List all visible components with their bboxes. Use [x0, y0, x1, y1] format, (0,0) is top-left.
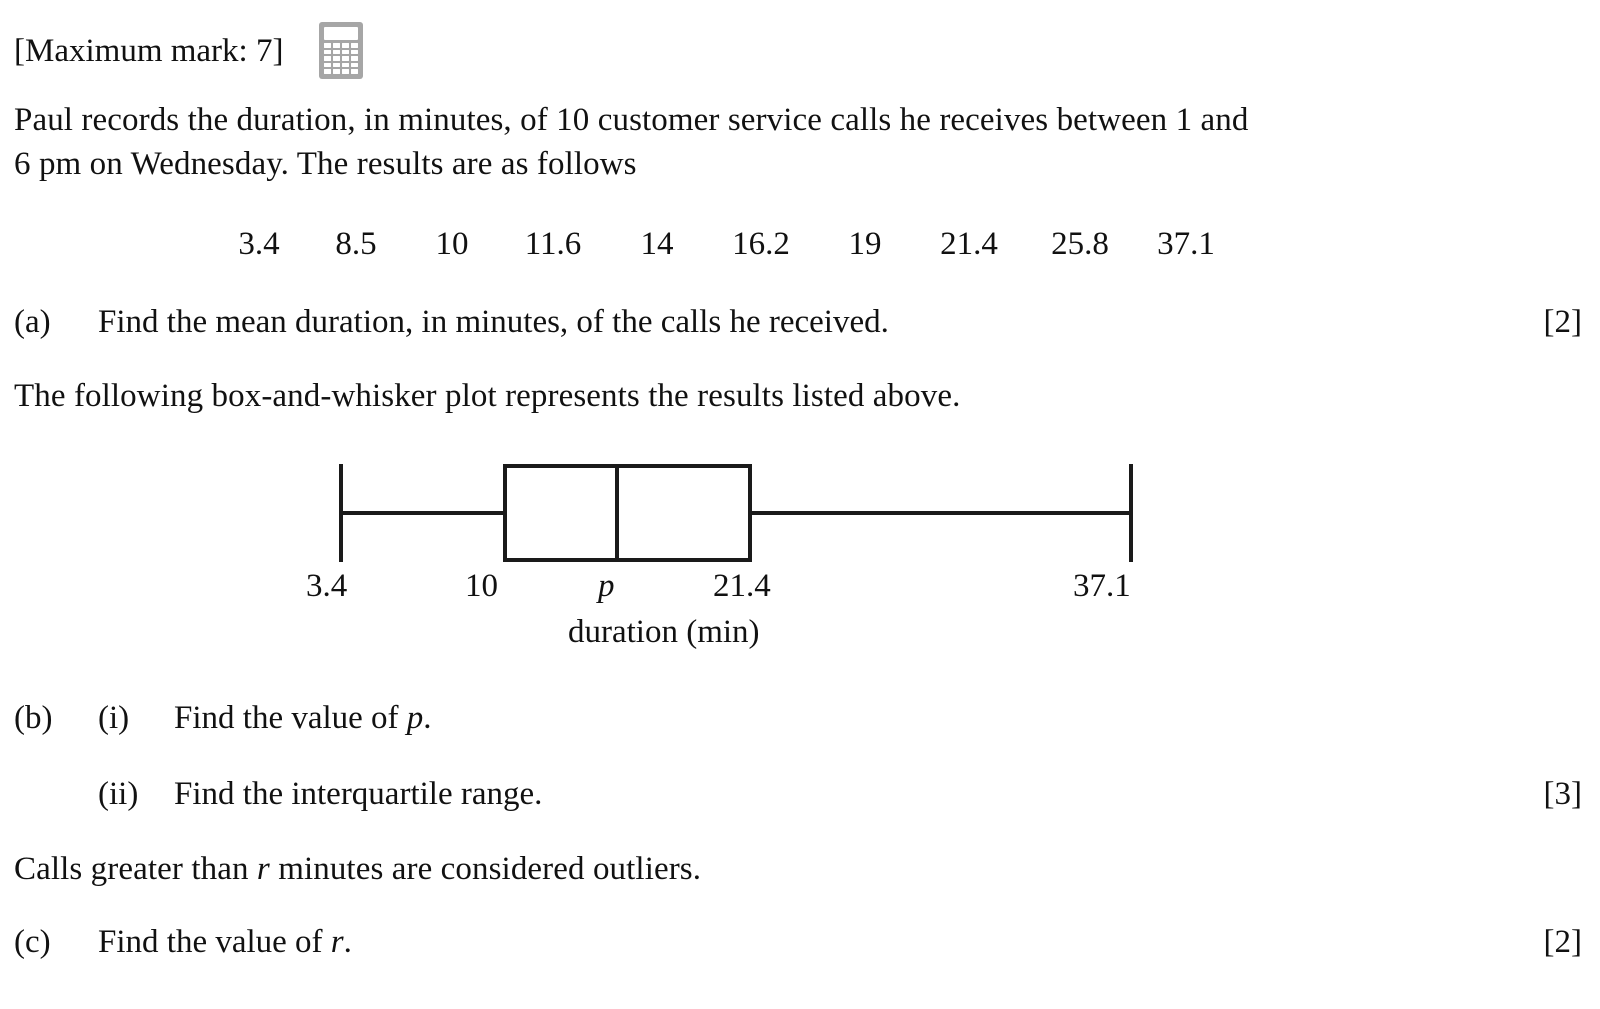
calculator-key	[333, 43, 341, 48]
outlier-note-before: Calls greater than	[14, 851, 257, 887]
calculator-key	[342, 49, 350, 55]
data-value: 10	[435, 226, 469, 262]
data-value: 25.8	[1051, 226, 1109, 262]
data-value: 19	[848, 226, 882, 262]
part-b-ii: (ii) Find the interquartile range.	[98, 772, 542, 816]
part-b-i: (b) (i) Find the value of p.	[14, 696, 432, 740]
data-value: 8.5	[335, 226, 377, 262]
part-a: (a) Find the mean duration, in minutes, …	[14, 300, 889, 344]
calculator-key	[342, 62, 350, 68]
data-value: 3.4	[238, 226, 280, 262]
intro-line-1: Paul records the duration, in minutes, o…	[14, 102, 1249, 138]
data-value: 21.4	[940, 226, 998, 262]
part-c-text-before: Find the value of	[98, 924, 331, 960]
boxplot-axis-title: duration (min)	[568, 614, 760, 650]
part-b-ii-text: Find the interquartile range.	[174, 776, 543, 812]
data-value: 37.1	[1157, 226, 1215, 262]
boxplot-label-q3: 21.4	[713, 568, 771, 604]
calculator-key	[324, 56, 332, 61]
calculator-key	[333, 49, 341, 55]
outlier-note: Calls greater than r minutes are conside…	[14, 847, 701, 891]
calculator-screen	[324, 27, 359, 40]
calculator-key	[324, 62, 332, 68]
calculator-key	[324, 69, 332, 74]
boxplot-label-median: p	[598, 566, 615, 606]
calculator-key	[333, 69, 341, 74]
part-a-tag: (a)	[14, 304, 51, 340]
part-a-text: Find the mean duration, in minutes, of t…	[98, 304, 889, 340]
part-b-i-text: Find the value of p.	[174, 696, 432, 740]
calculator-key	[342, 56, 350, 61]
data-value: 11.6	[524, 226, 582, 262]
part-b-tag: (b)	[14, 700, 53, 736]
part-b-marks: [3]	[1543, 776, 1582, 812]
calculator-icon	[319, 22, 364, 79]
calculator-key	[342, 43, 350, 48]
part-b-i-text-after: .	[423, 700, 432, 736]
header-row: [Maximum mark: 7]	[14, 22, 364, 79]
part-c-text: Find the value of r.	[98, 920, 352, 964]
calculator-key	[351, 49, 359, 55]
outlier-note-symbol: r	[256, 851, 270, 887]
boxplot-svg	[339, 464, 1133, 562]
maximum-mark-label: [Maximum mark: 7]	[14, 32, 284, 69]
data-value: 16.2	[732, 226, 790, 262]
boxplot-label-min: 3.4	[306, 568, 348, 604]
quartile-box	[503, 464, 752, 562]
part-c-marks: [2]	[1543, 924, 1582, 960]
calculator-key	[324, 49, 332, 55]
part-b-i-symbol: p	[406, 700, 424, 736]
boxplot-label-q1: 10	[465, 568, 498, 604]
calculator-keys	[324, 43, 359, 74]
part-a-marks: [2]	[1543, 304, 1582, 340]
calculator-key	[351, 69, 359, 74]
plot-intro-text: The following box-and-whisker plot repre…	[14, 378, 961, 414]
part-c-symbol: r	[330, 924, 344, 960]
part-c-tag: (c)	[14, 924, 51, 960]
boxplot-median-symbol: p	[598, 568, 615, 604]
part-b-ii-subtag: (ii)	[98, 776, 139, 812]
calculator-key	[351, 56, 359, 61]
calculator-key	[342, 69, 350, 74]
intro-line-2: 6 pm on Wednesday. The results are as fo…	[14, 146, 637, 182]
part-c: (c) Find the value of r.	[14, 920, 352, 964]
calculator-key	[333, 62, 341, 68]
calculator-key	[351, 43, 359, 48]
calculator-key	[351, 62, 359, 68]
outlier-note-after: minutes are considered outliers.	[269, 851, 702, 887]
data-values-row: 3.4 8.5 10 11.6 14 16.2 19 21.4 25.8 37.…	[212, 222, 1236, 266]
calculator-key	[333, 56, 341, 61]
part-b-i-subtag: (i)	[98, 700, 130, 736]
calculator-key	[324, 43, 332, 48]
part-c-text-after: .	[343, 924, 352, 960]
boxplot-label-max: 37.1	[1073, 568, 1131, 604]
part-b-i-text-before: Find the value of	[174, 700, 407, 736]
data-value: 14	[640, 226, 674, 262]
